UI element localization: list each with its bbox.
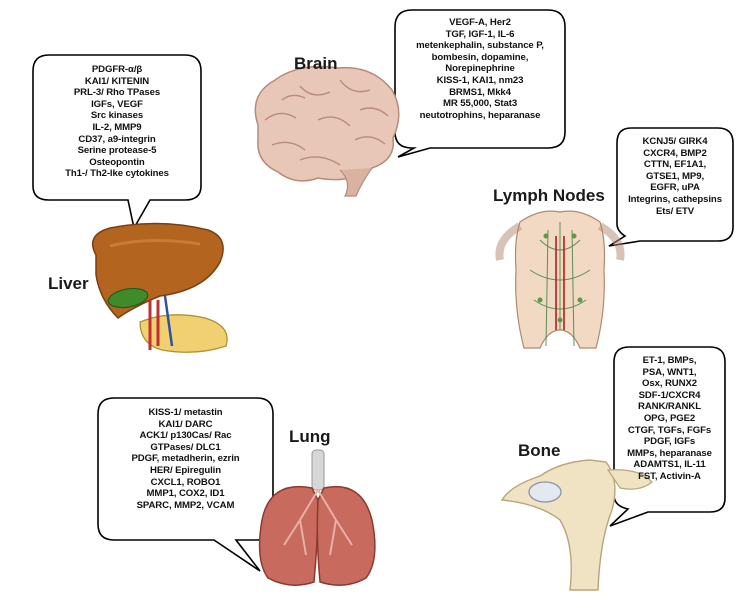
liver-factor: Src kinases — [34, 110, 200, 122]
brain-illustration — [255, 67, 398, 197]
bone-factor: PSA, WNT1, — [615, 367, 724, 379]
liver-factor: PRL-3/ Rho TPases — [34, 87, 200, 99]
liver-factor: IGFs, VEGF — [34, 99, 200, 111]
lung-factor: GTPases/ DLC1 — [99, 442, 272, 454]
lymph-nodes-factor: CXCR4, BMP2 — [618, 148, 732, 160]
brain-factor: Norepinephrine — [396, 63, 564, 75]
lung-factor: ACK1/ p130Cas/ Rac — [99, 430, 272, 442]
lymph-nodes-factor: Ets/ ETV — [618, 206, 732, 218]
bone-factor: OPG, PGE2 — [615, 413, 724, 425]
lymph-nodes-factor-list: KCNJ5/ GIRK4 CXCR4, BMP2 CTTN, EF1A1, GT… — [618, 136, 732, 217]
liver-factor: PDGFR-α/β — [34, 64, 200, 76]
liver-factor-list: PDGFR-α/β KAI1/ KITENIN PRL-3/ Rho TPase… — [34, 64, 200, 180]
liver-factor: IL-2, MMP9 — [34, 122, 200, 134]
brain-factor-list: VEGF-A, Her2 TGF, IGF-1, IL-6 metenkepha… — [396, 17, 564, 121]
brain-factor: BRMS1, Mkk4 — [396, 87, 564, 99]
lymph-nodes-factor: CTTN, EF1A1, — [618, 159, 732, 171]
lung-factor: PDGF, metadherin, ezrin — [99, 453, 272, 465]
bone-factor: SDF-1/CXCR4 — [615, 390, 724, 402]
lung-label: Lung — [289, 427, 331, 447]
liver-illustration — [93, 223, 227, 352]
lung-factor: CXCL1, ROBO1 — [99, 477, 272, 489]
bone-factor: ADAMTS1, IL-11 — [615, 459, 724, 471]
brain-factor: metenkephalin, substance P, — [396, 40, 564, 52]
liver-factor: CD37, a9-integrin — [34, 134, 200, 146]
lung-factor: SPARC, MMP2, VCAM — [99, 500, 272, 512]
bone-factor: MMPs, heparanase — [615, 448, 724, 460]
liver-factor: Th1-/ Th2-lke cytokines — [34, 168, 200, 180]
lung-factor: MMP1, COX2, ID1 — [99, 488, 272, 500]
lymph-nodes-label: Lymph Nodes — [493, 186, 605, 206]
brain-factor: bombesin, dopamine, — [396, 52, 564, 64]
lung-factor: KAI1/ DARC — [99, 419, 272, 431]
lung-factor: HER/ Epiregulin — [99, 465, 272, 477]
liver-label: Liver — [48, 274, 89, 294]
bone-factor: ET-1, BMPs, — [615, 355, 724, 367]
lung-factor: KISS-1/ metastin — [99, 407, 272, 419]
bone-factor: CTGF, TGFs, FGFs — [615, 425, 724, 437]
liver-factor: Serine protease-5 — [34, 145, 200, 157]
brain-label: Brain — [294, 54, 337, 74]
lymph-nodes-factor: EGFR, uPA — [618, 182, 732, 194]
bone-factor: PDGF, IGFs — [615, 436, 724, 448]
brain-factor: KISS-1, KAI1, nm23 — [396, 75, 564, 87]
bone-factor-list: ET-1, BMPs, PSA, WNT1, Osx, RUNX2 SDF-1/… — [615, 355, 724, 483]
brain-factor: VEGF-A, Her2 — [396, 17, 564, 29]
brain-factor: neutotrophins, heparanase — [396, 110, 564, 122]
bone-factor: FST, Activin-A — [615, 471, 724, 483]
lymphatic-torso-illustration — [499, 211, 620, 348]
bone-label: Bone — [518, 441, 561, 461]
lungs-illustration — [260, 450, 375, 585]
lymph-nodes-factor: KCNJ5/ GIRK4 — [618, 136, 732, 148]
liver-factor: Osteopontin — [34, 157, 200, 169]
lung-factor-list: KISS-1/ metastin KAI1/ DARC ACK1/ p130Ca… — [99, 407, 272, 511]
bone-factor: RANK/RANKL — [615, 401, 724, 413]
lymph-nodes-factor: Integrins, cathepsins — [618, 194, 732, 206]
brain-factor: MR 55,000, Stat3 — [396, 98, 564, 110]
brain-factor: TGF, IGF-1, IL-6 — [396, 29, 564, 41]
liver-factor: KAI1/ KITENIN — [34, 76, 200, 88]
bone-factor: Osx, RUNX2 — [615, 378, 724, 390]
lymph-nodes-factor: GTSE1, MP9, — [618, 171, 732, 183]
